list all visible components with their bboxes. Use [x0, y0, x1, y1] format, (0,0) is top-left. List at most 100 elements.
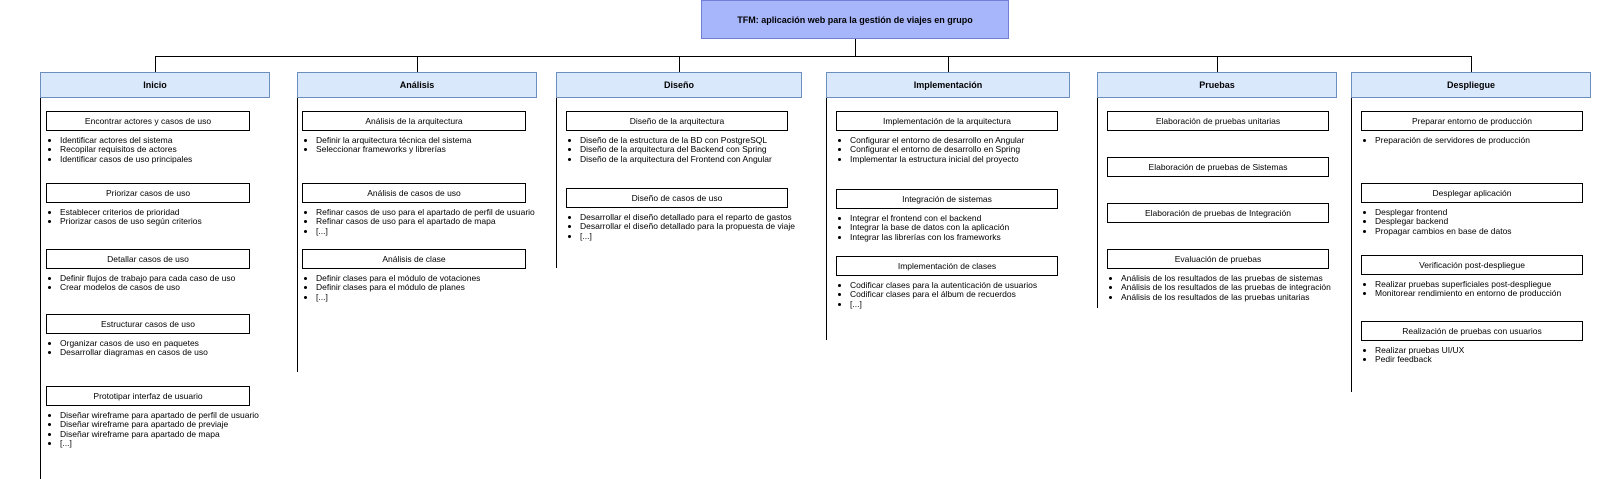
column-rail — [826, 98, 827, 340]
task-item-list: Análisis de los resultados de las prueba… — [1107, 273, 1331, 302]
task-item: [...] — [60, 438, 259, 448]
connector-root-down — [855, 39, 856, 56]
task-item: Desarrollar el diseño detallado para el … — [580, 212, 795, 222]
task-box: Verificación post-despliegue — [1361, 255, 1583, 275]
task-item: Implementar la estructura inicial del pr… — [850, 154, 1024, 164]
task-item-list: Definir la arquitectura técnica del sist… — [302, 135, 471, 155]
connector-bus — [155, 56, 1471, 57]
task-item: Análisis de los resultados de las prueba… — [1121, 292, 1331, 302]
task-item: Codificar clases para el álbum de recuer… — [850, 289, 1037, 299]
task-box: Evaluación de pruebas — [1107, 249, 1329, 269]
root-node: TFM: aplicación web para la gestión de v… — [701, 0, 1009, 39]
task-item: Crear modelos de casos de uso — [60, 282, 235, 292]
column-header: Implementación — [826, 72, 1070, 98]
column-header: Pruebas — [1097, 72, 1337, 98]
task-box: Prototipar interfaz de usuario — [46, 386, 250, 406]
task-item: Priorizar casos de uso según criterios — [60, 216, 202, 226]
connector-drop-2 — [679, 56, 680, 72]
task-item-list: Diseñar wireframe para apartado de perfi… — [46, 410, 259, 449]
task-item: Configurar el entorno de desarrollo en S… — [850, 144, 1024, 154]
task-item: Monitorear rendimiento en entorno de pro… — [1375, 288, 1561, 298]
connector-drop-1 — [417, 56, 418, 72]
column-header: Diseño — [556, 72, 802, 98]
task-item: Identificar actores del sistema — [60, 135, 192, 145]
column-rail — [556, 98, 557, 268]
task-box: Análisis de clase — [302, 249, 526, 269]
column-rail — [1351, 98, 1352, 392]
column-header: Análisis — [297, 72, 537, 98]
task-item-list: Realizar pruebas superficiales post-desp… — [1361, 279, 1561, 299]
task-item: Integrar el frontend con el backend — [850, 213, 1009, 223]
task-item: Definir clases para el módulo de votacio… — [316, 273, 480, 283]
task-item-list: Definir flujos de trabajo para cada caso… — [46, 273, 235, 293]
task-box: Estructurar casos de uso — [46, 314, 250, 334]
task-item: Propagar cambios en base de datos — [1375, 226, 1512, 236]
task-box: Elaboración de pruebas de Integración — [1107, 203, 1329, 223]
task-item: Configurar el entorno de desarrollo en A… — [850, 135, 1024, 145]
column-rail — [297, 98, 298, 372]
task-item: Diseñar wireframe para apartado de mapa — [60, 429, 259, 439]
task-item: Definir clases para el módulo de planes — [316, 282, 480, 292]
task-item: Desplegar backend — [1375, 216, 1512, 226]
task-item-list: Desplegar frontendDesplegar backendPropa… — [1361, 207, 1512, 236]
task-box: Implementación de la arquitectura — [836, 111, 1058, 131]
task-item-list: Definir clases para el módulo de votacio… — [302, 273, 480, 302]
task-item: Codificar clases para la autenticación d… — [850, 280, 1037, 290]
task-item: Refinar casos de uso para el apartado de… — [316, 207, 535, 217]
task-item: Recopilar requisitos de actores — [60, 144, 192, 154]
task-item-list: Integrar el frontend con el backendInteg… — [836, 213, 1009, 242]
task-box: Elaboración de pruebas de Sistemas — [1107, 157, 1329, 177]
task-item: Refinar casos de uso para el apartado de… — [316, 216, 535, 226]
task-item: Definir la arquitectura técnica del sist… — [316, 135, 471, 145]
task-item: Integrar la base de datos con la aplicac… — [850, 222, 1009, 232]
task-item-list: Refinar casos de uso para el apartado de… — [302, 207, 535, 236]
task-box: Detallar casos de uso — [46, 249, 250, 269]
task-box: Implementación de clases — [836, 256, 1058, 276]
task-box: Diseño de la arquitectura — [566, 111, 788, 131]
task-item: Diseño de la arquitectura del Backend co… — [580, 144, 772, 154]
task-item: [...] — [580, 231, 795, 241]
column-rail — [40, 98, 41, 479]
task-item: Realizar pruebas UI/UX — [1375, 345, 1464, 355]
task-item: Diseñar wireframe para apartado de perfi… — [60, 410, 259, 420]
task-item-list: Organizar casos de uso en paquetesDesarr… — [46, 338, 208, 358]
task-item: Diseño de la estructura de la BD con Pos… — [580, 135, 772, 145]
task-box: Análisis de casos de uso — [302, 183, 526, 203]
task-item-list: Preparación de servidores de producción — [1361, 135, 1530, 145]
connector-drop-0 — [155, 56, 156, 72]
column-rail — [1097, 98, 1098, 308]
task-item-list: Codificar clases para la autenticación d… — [836, 280, 1037, 309]
task-item: Desplegar frontend — [1375, 207, 1512, 217]
task-item: Establecer criterios de prioridad — [60, 207, 202, 217]
task-item: Desarrollar diagramas en casos de uso — [60, 347, 208, 357]
task-item: Análisis de los resultados de las prueba… — [1121, 273, 1331, 283]
task-item-list: Identificar actores del sistemaRecopilar… — [46, 135, 192, 164]
task-box: Integración de sistemas — [836, 189, 1058, 209]
task-item-list: Diseño de la estructura de la BD con Pos… — [566, 135, 772, 164]
task-box: Diseño de casos de uso — [566, 188, 788, 208]
task-item-list: Realizar pruebas UI/UXPedir feedback — [1361, 345, 1464, 365]
task-box: Preparar entorno de producción — [1361, 111, 1583, 131]
task-item: Desarrollar el diseño detallado para la … — [580, 221, 795, 231]
task-item: [...] — [316, 226, 535, 236]
task-box: Priorizar casos de uso — [46, 183, 250, 203]
task-box: Análisis de la arquitectura — [302, 111, 526, 131]
task-item: Análisis de los resultados de las prueba… — [1121, 282, 1331, 292]
column-header: Despliegue — [1351, 72, 1591, 98]
task-box: Realización de pruebas con usuarios — [1361, 321, 1583, 341]
task-box: Encontrar actores y casos de uso — [46, 111, 250, 131]
task-item: Integrar las librerías con los framework… — [850, 232, 1009, 242]
task-item: Realizar pruebas superficiales post-desp… — [1375, 279, 1561, 289]
task-box: Desplegar aplicación — [1361, 183, 1583, 203]
task-item-list: Configurar el entorno de desarrollo en A… — [836, 135, 1024, 164]
task-item-list: Desarrollar el diseño detallado para el … — [566, 212, 795, 241]
task-item: Identificar casos de uso principales — [60, 154, 192, 164]
task-item: [...] — [850, 299, 1037, 309]
task-item: Seleccionar frameworks y librerías — [316, 144, 471, 154]
task-item: [...] — [316, 292, 480, 302]
task-item: Diseño de la arquitectura del Frontend c… — [580, 154, 772, 164]
task-item-list: Establecer criterios de prioridadPrioriz… — [46, 207, 202, 227]
task-item: Definir flujos de trabajo para cada caso… — [60, 273, 235, 283]
connector-drop-5 — [1471, 56, 1472, 72]
task-item: Preparación de servidores de producción — [1375, 135, 1530, 145]
